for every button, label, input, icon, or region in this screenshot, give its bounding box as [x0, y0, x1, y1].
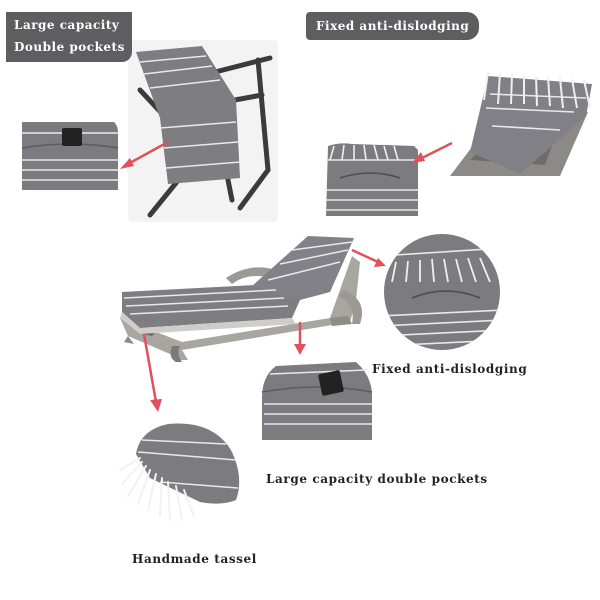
fixed-anti-dislodging-label: Fixed anti-dislodging [316, 19, 470, 33]
large-capacity-label: Large capacity [14, 18, 120, 32]
phone-icon [62, 128, 82, 146]
phone-icon [318, 370, 344, 396]
handmade-tassel-caption: Handmade tassel [132, 552, 257, 566]
fixed-anti-dislodging-tag: Fixed anti-dislodging [306, 12, 480, 40]
double-pockets-label: Double pockets [14, 40, 125, 54]
large-capacity-double-pockets-caption: Large capacity double pockets [266, 472, 488, 486]
large-capacity-tag: Large capacity Double pockets [6, 12, 132, 62]
fixed-anti-dislodging-caption: Fixed anti-dislodging [372, 362, 528, 376]
recliner-towel [136, 46, 241, 184]
lounge-towel [122, 236, 354, 336]
